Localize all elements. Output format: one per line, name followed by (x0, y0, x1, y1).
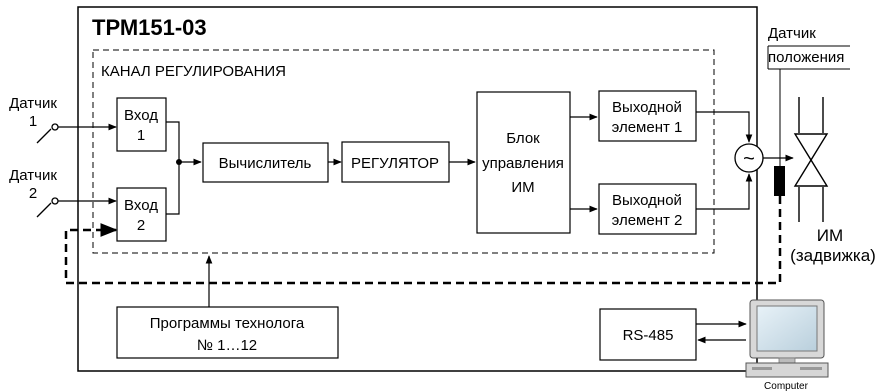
svg-text:1: 1 (137, 127, 145, 144)
programs-label: Программы технолога (150, 315, 305, 332)
output-2-label: Выходной (612, 192, 682, 209)
actuator-label: ИМ (817, 226, 843, 245)
position-feedback-line (64, 196, 782, 285)
input-2-label: Вход (124, 197, 158, 214)
rs485-box (599, 308, 697, 361)
channel-frame (92, 49, 715, 254)
svg-text:элемент 2: элемент 2 (612, 212, 683, 229)
svg-text:ИМ: ИМ (511, 179, 534, 196)
calculator-label: Вычислитель (219, 155, 312, 172)
svg-text:2: 2 (29, 185, 37, 202)
svg-text:положения: положения (768, 49, 844, 66)
input-2-box (116, 187, 167, 242)
svg-text:Датчик: Датчик (9, 95, 57, 112)
output-1-label: Выходной (612, 99, 682, 116)
svg-text:№ 1…12: № 1…12 (197, 337, 257, 354)
position-sensor-element (774, 166, 785, 196)
svg-text:~: ~ (743, 148, 755, 170)
input-1-box (116, 97, 167, 152)
position-sensor-label: Датчик (768, 25, 816, 42)
sensor-2: Датчик 2 (9, 167, 59, 218)
computer-label: Computer (764, 381, 809, 392)
device-title: ТРМ151-03 (92, 15, 207, 40)
input-1-label: Вход (124, 107, 158, 124)
device-frame (77, 6, 758, 372)
svg-text:2: 2 (137, 217, 145, 234)
input-2-to-merge (166, 162, 180, 215)
svg-text:1: 1 (29, 113, 37, 130)
valve-icon (793, 97, 829, 222)
svg-text:(задвижка): (задвижка) (790, 246, 876, 265)
svg-text:управления: управления (482, 155, 564, 172)
input-1-to-merge (166, 121, 180, 162)
control-block-box (476, 91, 571, 234)
control-block-label: Блок (506, 130, 540, 147)
regulator-label: РЕГУЛЯТОР (351, 155, 439, 172)
output-1-box (598, 90, 697, 142)
channel-label: КАНАЛ РЕГУЛИРОВАНИЯ (101, 63, 286, 80)
sensor-1: Датчик 1 (9, 95, 59, 144)
output-2-box (598, 183, 697, 235)
programs-box (116, 306, 339, 359)
svg-text:Датчик: Датчик (9, 167, 57, 184)
rs485-label: RS-485 (623, 327, 674, 344)
computer-icon (745, 299, 829, 378)
svg-text:элемент 1: элемент 1 (612, 119, 683, 136)
calculator-box (202, 142, 329, 183)
